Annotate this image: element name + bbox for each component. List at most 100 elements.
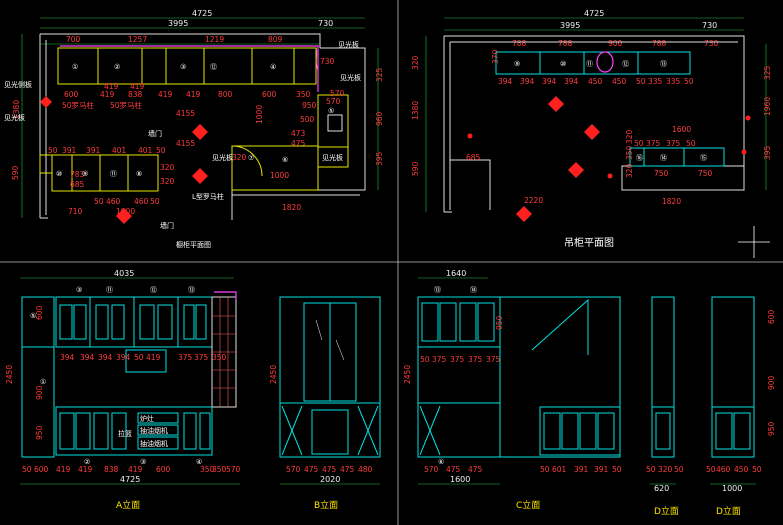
plan2-num-13: ⑬ [660, 60, 667, 68]
plan1-dim-419e: 419 [130, 82, 145, 91]
plan1-cabinet-numbers: ① ② ③ ④ ⑤ ⑥ ⑦ ⑧ ⑨ ⑩ ⑪ ⑫ [56, 63, 334, 178]
elevD1-dim-50a: 50 [646, 465, 656, 474]
elevD1-dims: 50 320 50 [646, 465, 684, 474]
elevD2-dim-460: 460 [716, 465, 731, 474]
plan1-title: 橱柜平面图 [176, 240, 211, 249]
plan2-right-395: 395 [763, 145, 772, 160]
plan1-right-395: 395 [375, 151, 384, 166]
cursor-crosshair [738, 226, 770, 258]
plan2-top-total: 4725 [584, 9, 604, 18]
plan2-num-15: ⑮ [700, 154, 707, 162]
elevA-wine-rack [211, 291, 237, 408]
plan2-dim-685: 685 [466, 153, 481, 162]
plan1-num-8: ⑧ [136, 170, 142, 178]
elevC-top-width: 1640 [446, 269, 466, 278]
elevC-dim-375b: 375 [450, 355, 465, 364]
elevC-mid-dims: 50 375 375 375 375 [420, 355, 501, 364]
plan1-left-1380: 1380 [12, 100, 21, 119]
plan2-dim-750b: 750 [698, 169, 713, 178]
elevC-dim-50a: 50 [540, 465, 550, 474]
plan2-title: 吊柜平面图 [564, 236, 614, 249]
plan1-dim-1257: 1257 [128, 35, 147, 44]
elevA-num-5: ⑤ [30, 312, 36, 320]
elevA-num-1: ① [40, 378, 46, 386]
elevA-bottom-dims: 50 600 419 419 838 419 600 350 350 570 [22, 465, 241, 474]
plan2-top-cabinets [495, 51, 691, 75]
plan2-top-sub1: 3995 [560, 21, 580, 30]
plan2-dim-335a: 335 [648, 77, 663, 86]
elevA-b-419b: 419 [78, 465, 93, 474]
elevA-num-top-3: ⑫ [150, 286, 157, 294]
elevB-dim-475c: 475 [340, 465, 355, 474]
elevA-dim-375b: 375 [194, 353, 209, 362]
plan1-section-markers [40, 96, 208, 224]
elevC-dim-391b: 391 [594, 465, 609, 474]
plan2-dim-900: 900 [608, 39, 623, 48]
elevD2-dim-50b: 50 [752, 465, 762, 474]
plan1-num-1: ① [72, 63, 78, 71]
plan1-dim-700: 700 [66, 35, 81, 44]
elevC-numbers: ⑬ ⑭ ⑥ [434, 286, 477, 466]
plan1-dim-600a: 600 [64, 90, 79, 99]
plan1-dim-1000v: 1000 [255, 105, 264, 124]
elevD2-dim-450: 450 [734, 465, 749, 474]
plan1-dim-460a: 460 [106, 197, 121, 206]
elevC-dim-375a: 375 [432, 355, 447, 364]
elevA-b-838: 838 [104, 465, 119, 474]
elevC-dim-391a: 391 [574, 465, 589, 474]
plan2-num-11: ⑪ [586, 60, 593, 68]
plan2-row2-dims: 394 394 394 394 450 450 50 335 335 50 [498, 77, 694, 86]
elevA-dim-50: 50 [134, 353, 144, 362]
plan2-dim-394c: 394 [542, 77, 557, 86]
plan1-dim-320a: 320 [160, 163, 175, 172]
elevC-dim-475a: 475 [446, 465, 461, 474]
elevA-num-top-1: ③ [76, 286, 82, 294]
plan1-hood-outline [60, 45, 319, 92]
elevB-dim-570: 570 [286, 465, 301, 474]
plan1-dim-1000c: 1000 [270, 171, 289, 180]
elevD2-title: D立面 [716, 505, 741, 517]
elevC-height: 2450 [403, 365, 412, 384]
elevA-dim-600v: 600 [35, 305, 44, 320]
plan1-dim-570: 570 [326, 97, 341, 106]
plan2-num-10: ⑩ [560, 60, 566, 68]
elevA-title: A立面 [116, 499, 140, 511]
elevB-height: 2450 [269, 365, 278, 384]
plan1-column-label-1: 50罗马柱 [62, 100, 95, 110]
plan2-dim-335b: 335 [666, 77, 681, 86]
elevC-total-width: 1600 [450, 475, 470, 484]
elevA-b-350b: 350 [212, 465, 227, 474]
elevA-b-419c: 419 [128, 465, 143, 474]
elevA-upper-cabinets [21, 296, 213, 348]
plan1-dim-838: 838 [128, 90, 143, 99]
plan1-top-total: 4725 [192, 9, 212, 18]
elevA-range-hood [125, 349, 167, 373]
elevC-num-6: ⑥ [438, 458, 444, 466]
plan1-upper-row-dims: 700 1257 1219 809 [66, 35, 283, 44]
elevA-num-4: ④ [196, 458, 202, 466]
plan1-dim-391a: 391 [62, 146, 77, 155]
elevC-bottom-dims: 570 475 475 50 601 391 391 50 [424, 465, 622, 474]
wall-cabinet-plan: 4725 3995 730 788 788 900 788 730 394 39… [411, 9, 772, 258]
elevA-label-3: 抽油烟机 [140, 426, 168, 435]
elevD1-dim-50b: 50 [674, 465, 684, 474]
elevA-numbers: ③ ⑪ ⑫ ⑬ ① ② ③ ④ ⑤ [30, 286, 202, 466]
plan1-dim-950: 950 [302, 101, 317, 110]
plan2-right-1960: 1960 [763, 97, 772, 116]
elevA-num-3: ③ [140, 458, 146, 466]
elevA-b-600b: 600 [156, 465, 171, 474]
plan1-dim-730: 730 [320, 57, 335, 66]
plan1-dim-783: 783 [70, 170, 85, 179]
plan1-dim-473: 473 [291, 129, 306, 138]
elevA-label-2: 炉灶 [140, 414, 154, 423]
plan1-dim-350: 350 [296, 90, 311, 99]
plan2-dim-50b: 50 [684, 77, 694, 86]
elevB-dims: 570 475 475 475 480 [286, 465, 373, 474]
plan2-num-16: ⑯ [636, 154, 643, 162]
plan2-dim-320a: 320 [625, 129, 634, 144]
plan1-dim-500: 500 [300, 115, 315, 124]
elevA-label-1: 拉篮 [118, 429, 132, 438]
elevC-dim-375d: 375 [486, 355, 501, 364]
plan1-lower-dims: 50 391 391 401 401 50 320 783 685 710 50… [48, 89, 345, 216]
